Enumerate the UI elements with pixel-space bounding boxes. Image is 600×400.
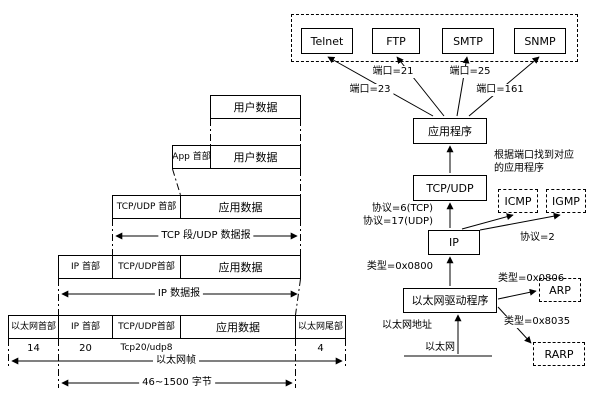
box-app-data-row5: 应用数据: [180, 315, 296, 339]
label-ethernet: 以太网: [425, 342, 455, 353]
box-eth-trailer: 以太网尾部: [295, 315, 346, 339]
box-tcpudp-header-row4: TCP/UDP首部: [112, 255, 181, 279]
label-port-smtp: 端口=25: [446, 66, 494, 78]
box-rarp: RARP: [533, 342, 585, 366]
label-size-ip-header: 20: [79, 343, 92, 354]
label-note-line2: 的应用程序: [494, 163, 544, 174]
label-eth-address: 以太网地址: [382, 320, 432, 331]
label-port-telnet: 端口=23: [346, 84, 394, 96]
label-eth-frame-span: 以太网帧: [153, 355, 199, 367]
box-snmp: SNMP: [514, 28, 566, 54]
box-tcpudp-header-row5: TCP/UDP首部: [112, 315, 181, 339]
box-app-header: App 首部: [172, 145, 211, 169]
label-type-rarp: 类型=0x8035: [501, 316, 574, 328]
box-tcpudp-header-row3: TCP/UDP 首部: [112, 195, 181, 219]
box-tcp-udp: TCP/UDP: [413, 175, 487, 201]
box-application: 应用程序: [413, 118, 487, 144]
box-icmp: ICMP: [498, 189, 538, 213]
label-protocol-igmp: 协议=2: [520, 232, 555, 243]
box-user-data-2: 用户数据: [210, 145, 301, 169]
box-smtp: SMTP: [442, 28, 494, 54]
label-type-arp: 类型=0x0806: [495, 273, 568, 285]
label-size-eth-header: 14: [27, 343, 40, 354]
label-size-eth-trailer: 4: [317, 343, 324, 354]
box-eth-driver: 以太网驱动程序: [403, 288, 497, 313]
box-ip: IP: [428, 230, 480, 255]
box-ip-header-row5: IP 首部: [58, 315, 113, 339]
box-ftp: FTP: [372, 28, 420, 54]
label-note-line1: 根据端口找到对应: [494, 150, 574, 161]
label-type-ip: 类型=0x0800: [366, 261, 433, 272]
label-payload-bytes-span: 46~1500 字节: [139, 377, 215, 389]
label-protocol-udp: 协议=17(UDP): [363, 216, 433, 227]
label-tcp-segment-span: TCP 段/UDP 数据报: [158, 230, 254, 242]
box-app-data-row4: 应用数据: [180, 255, 301, 279]
label-port-snmp: 端口=161: [473, 84, 527, 96]
box-telnet: Telnet: [301, 28, 353, 54]
box-user-data-top: 用户数据: [210, 95, 301, 119]
app-protocols-dashed-group: [291, 14, 578, 62]
label-protocol-tcp: 协议=6(TCP): [371, 203, 433, 214]
label-port-ftp: 端口=21: [369, 66, 417, 78]
label-size-tcpudp: Tcp20/udp8: [120, 343, 173, 353]
box-app-data-row3: 应用数据: [180, 195, 301, 219]
box-igmp: IGMP: [546, 189, 586, 213]
label-ip-datagram-span: IP 数据报: [154, 288, 204, 300]
box-ip-header-row4: IP 首部: [58, 255, 113, 279]
box-eth-header: 以太网首部: [8, 315, 59, 339]
box-arp: ARP: [539, 278, 581, 302]
